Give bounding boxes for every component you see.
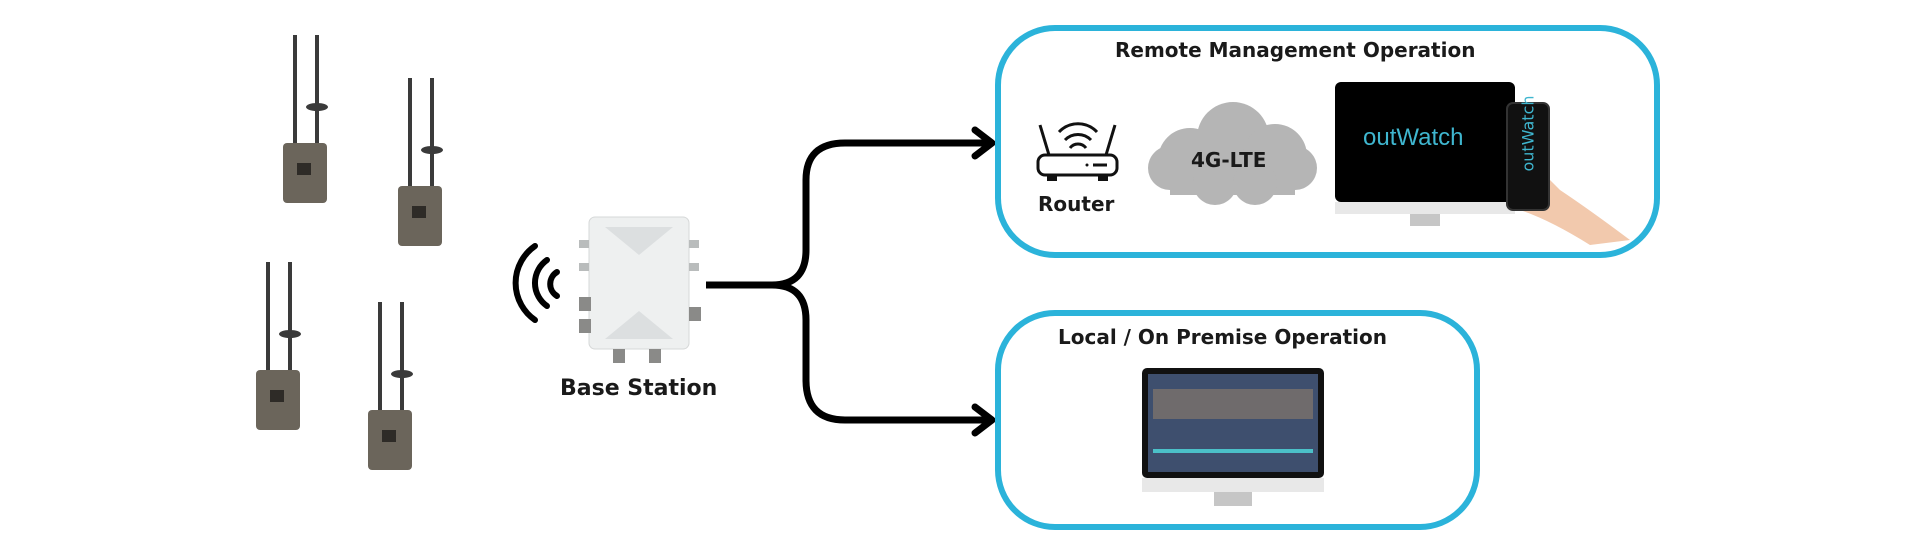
base-station-icon	[579, 216, 701, 363]
local-monitor-stand	[1214, 492, 1252, 506]
smartphone: outWatch	[1506, 95, 1550, 211]
outwatch-logo-phone: outWatch	[1518, 95, 1538, 172]
trail-camera-1	[283, 35, 328, 203]
arrow-to-local	[771, 281, 990, 424]
local-panel-title: Local / On Premise Operation	[1058, 325, 1387, 349]
arrow-to-remote-head	[971, 126, 996, 160]
monitor-chin	[1335, 202, 1515, 214]
outwatch-logo-desktop: outWatch	[1363, 124, 1464, 151]
wireless-signal-icon	[512, 243, 560, 323]
monitor-stand	[1410, 214, 1440, 226]
router-icon	[1036, 122, 1119, 181]
dashboard-bar	[1153, 449, 1313, 453]
cloud-icon	[1148, 102, 1317, 205]
trail-camera-4	[368, 302, 413, 470]
router-label: Router	[1038, 192, 1115, 216]
arrow-to-remote	[706, 139, 990, 289]
local-monitor-chin	[1142, 478, 1324, 492]
desktop-monitor: outWatch	[1335, 82, 1515, 202]
remote-panel-title: Remote Management Operation	[1115, 38, 1476, 62]
trail-camera-3	[256, 262, 301, 430]
base-station-label: Base Station	[560, 376, 718, 401]
dashboard-screen	[1148, 374, 1318, 472]
cloud-label: 4G-LTE	[1191, 148, 1267, 172]
local-monitor	[1142, 368, 1324, 478]
trail-camera-2	[398, 78, 443, 246]
arrow-to-local-head	[971, 403, 996, 437]
dashboard-image	[1153, 389, 1313, 419]
